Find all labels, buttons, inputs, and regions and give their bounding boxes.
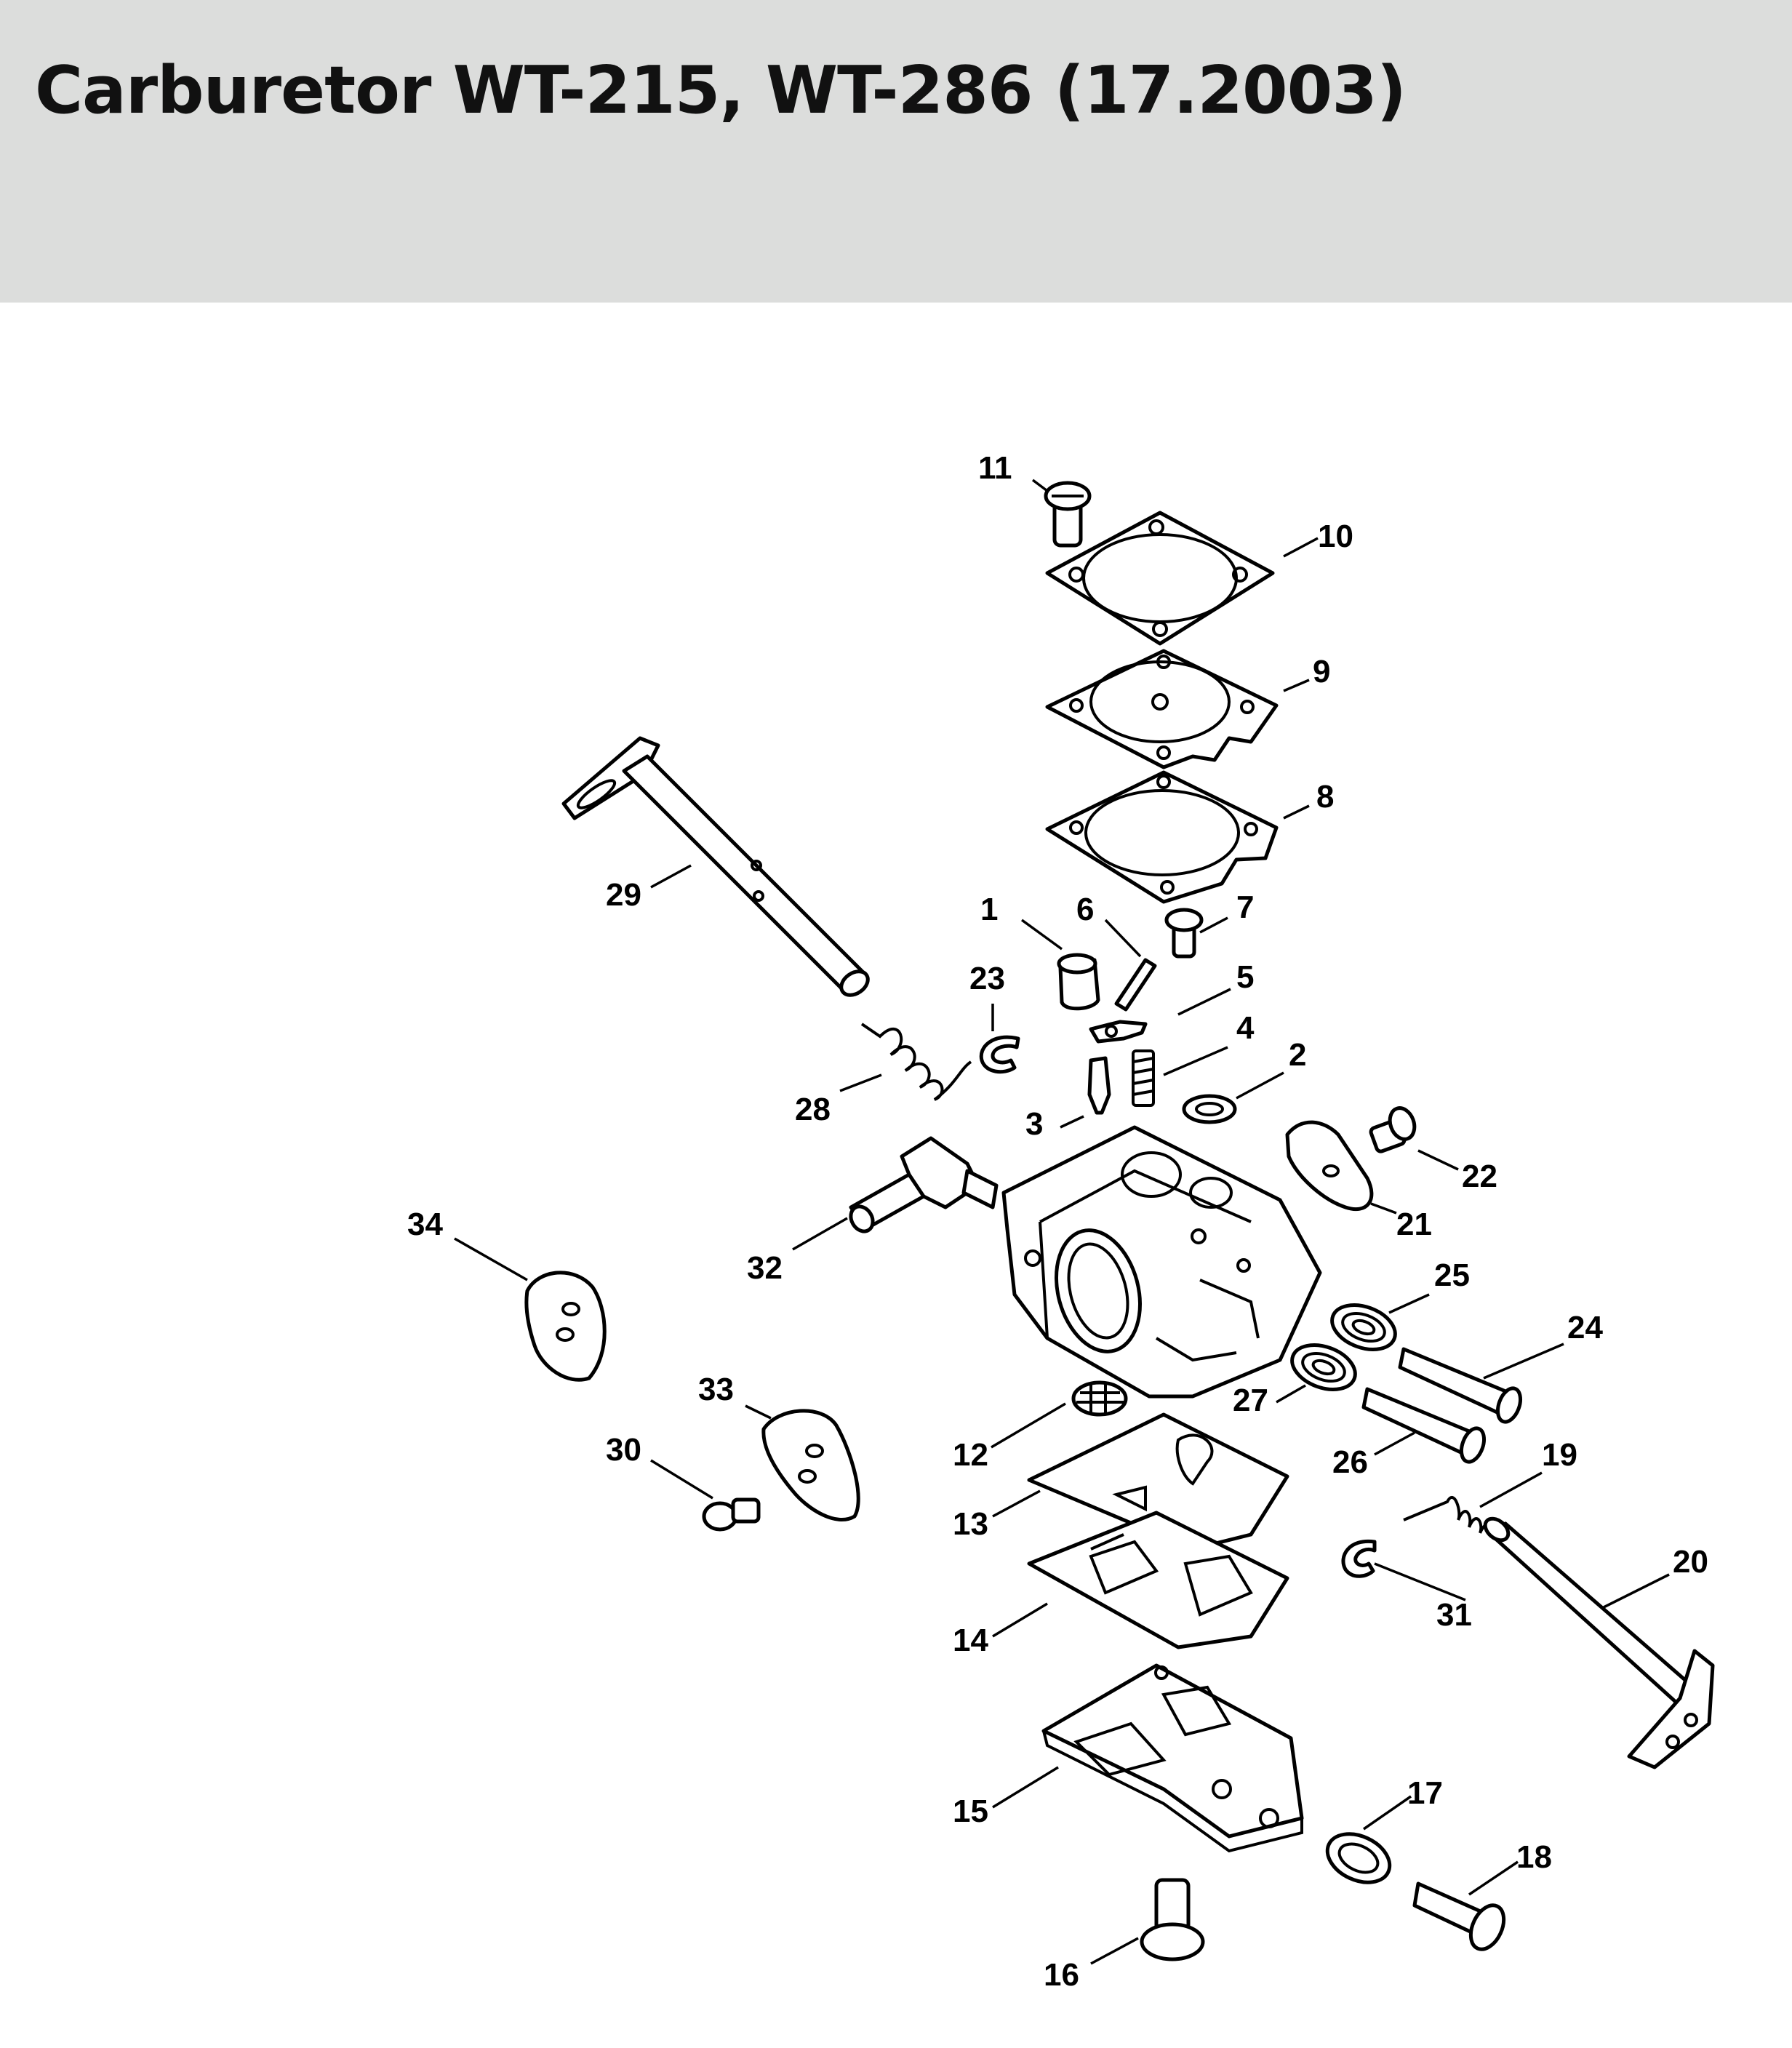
callout-7: 7 bbox=[1236, 889, 1254, 925]
part-6-pin bbox=[1114, 958, 1157, 1012]
callout-31: 31 bbox=[1436, 1597, 1472, 1633]
part-12-screen bbox=[1071, 1380, 1128, 1417]
header-band: Carburetor WT-215, WT-286 (17.2003) bbox=[0, 0, 1792, 303]
callout-5: 5 bbox=[1236, 959, 1254, 995]
part-11-screw bbox=[1044, 481, 1092, 548]
callout-11: 11 bbox=[978, 450, 1012, 486]
callout-25: 25 bbox=[1434, 1257, 1470, 1293]
page-title: Carburetor WT-215, WT-286 (17.2003) bbox=[35, 52, 1407, 129]
callout-15: 15 bbox=[953, 1793, 988, 1829]
callout-34: 34 bbox=[407, 1207, 443, 1242]
part-33-plate bbox=[761, 1409, 860, 1521]
part-1-plug bbox=[1057, 953, 1100, 1011]
part-carburetor-body bbox=[1001, 1125, 1322, 1399]
callout-27: 27 bbox=[1233, 1383, 1268, 1418]
callout-21: 21 bbox=[1396, 1207, 1432, 1242]
callout-13: 13 bbox=[953, 1506, 988, 1542]
part-22-screw bbox=[1369, 1106, 1417, 1153]
part-8-gasket bbox=[1045, 770, 1279, 904]
part-19-spring bbox=[1403, 1495, 1493, 1537]
callout-19: 19 bbox=[1542, 1437, 1577, 1473]
callout-33: 33 bbox=[698, 1372, 734, 1407]
callout-10: 10 bbox=[1318, 519, 1353, 554]
part-7-screw bbox=[1164, 908, 1204, 959]
part-4-spring bbox=[1132, 1049, 1155, 1107]
callout-26: 26 bbox=[1332, 1444, 1368, 1480]
part-20-shaft bbox=[1483, 1516, 1715, 1769]
callout-22: 22 bbox=[1462, 1159, 1497, 1194]
callout-30: 30 bbox=[606, 1432, 641, 1468]
callout-28: 28 bbox=[795, 1092, 831, 1127]
callout-6: 6 bbox=[1076, 892, 1094, 927]
part-10-cover bbox=[1045, 511, 1275, 646]
callout-8: 8 bbox=[1316, 779, 1334, 815]
part-31-clip bbox=[1341, 1539, 1377, 1578]
callout-18: 18 bbox=[1516, 1839, 1552, 1875]
part-24-screw bbox=[1398, 1347, 1523, 1424]
callout-2: 2 bbox=[1289, 1037, 1306, 1073]
part-30-screw bbox=[702, 1497, 761, 1532]
part-17-spring bbox=[1325, 1832, 1392, 1884]
callout-23: 23 bbox=[969, 961, 1005, 996]
callout-24: 24 bbox=[1567, 1310, 1603, 1345]
part-16-screw bbox=[1140, 1878, 1205, 1961]
part-5-lever bbox=[1089, 1020, 1148, 1044]
callout-17: 17 bbox=[1407, 1775, 1443, 1811]
callout-14: 14 bbox=[953, 1623, 988, 1658]
part-2-washer bbox=[1182, 1094, 1237, 1124]
callout-12: 12 bbox=[953, 1437, 988, 1473]
part-23-clip bbox=[979, 1035, 1020, 1074]
part-26-screw bbox=[1361, 1387, 1487, 1464]
part-15-cover bbox=[1041, 1663, 1304, 1853]
callout-20: 20 bbox=[1673, 1544, 1708, 1580]
callout-labels: 11 10 9 8 29 1 6 7 23 5 4 2 3 28 22 21 3… bbox=[407, 450, 1708, 1993]
callout-4: 4 bbox=[1236, 1010, 1255, 1046]
callout-32: 32 bbox=[747, 1250, 783, 1286]
callout-1: 1 bbox=[980, 892, 998, 927]
part-29-shaft bbox=[561, 736, 870, 997]
callout-29: 29 bbox=[606, 877, 641, 913]
part-21-disc bbox=[1285, 1120, 1374, 1212]
part-14-diaphragm bbox=[1027, 1511, 1289, 1649]
part-9-diaphragm bbox=[1045, 649, 1279, 769]
part-32-fitting bbox=[849, 1136, 999, 1233]
part-28-spring bbox=[860, 1023, 972, 1101]
part-3-needle bbox=[1087, 1056, 1111, 1115]
callout-9: 9 bbox=[1313, 654, 1330, 689]
part-25-spring bbox=[1330, 1303, 1397, 1351]
leader-lines bbox=[454, 479, 1670, 1965]
callout-3: 3 bbox=[1025, 1106, 1043, 1142]
part-18-screw bbox=[1412, 1881, 1506, 1951]
part-27-spring bbox=[1290, 1343, 1357, 1391]
callout-16: 16 bbox=[1044, 1957, 1079, 1993]
part-34-plate bbox=[524, 1271, 607, 1382]
